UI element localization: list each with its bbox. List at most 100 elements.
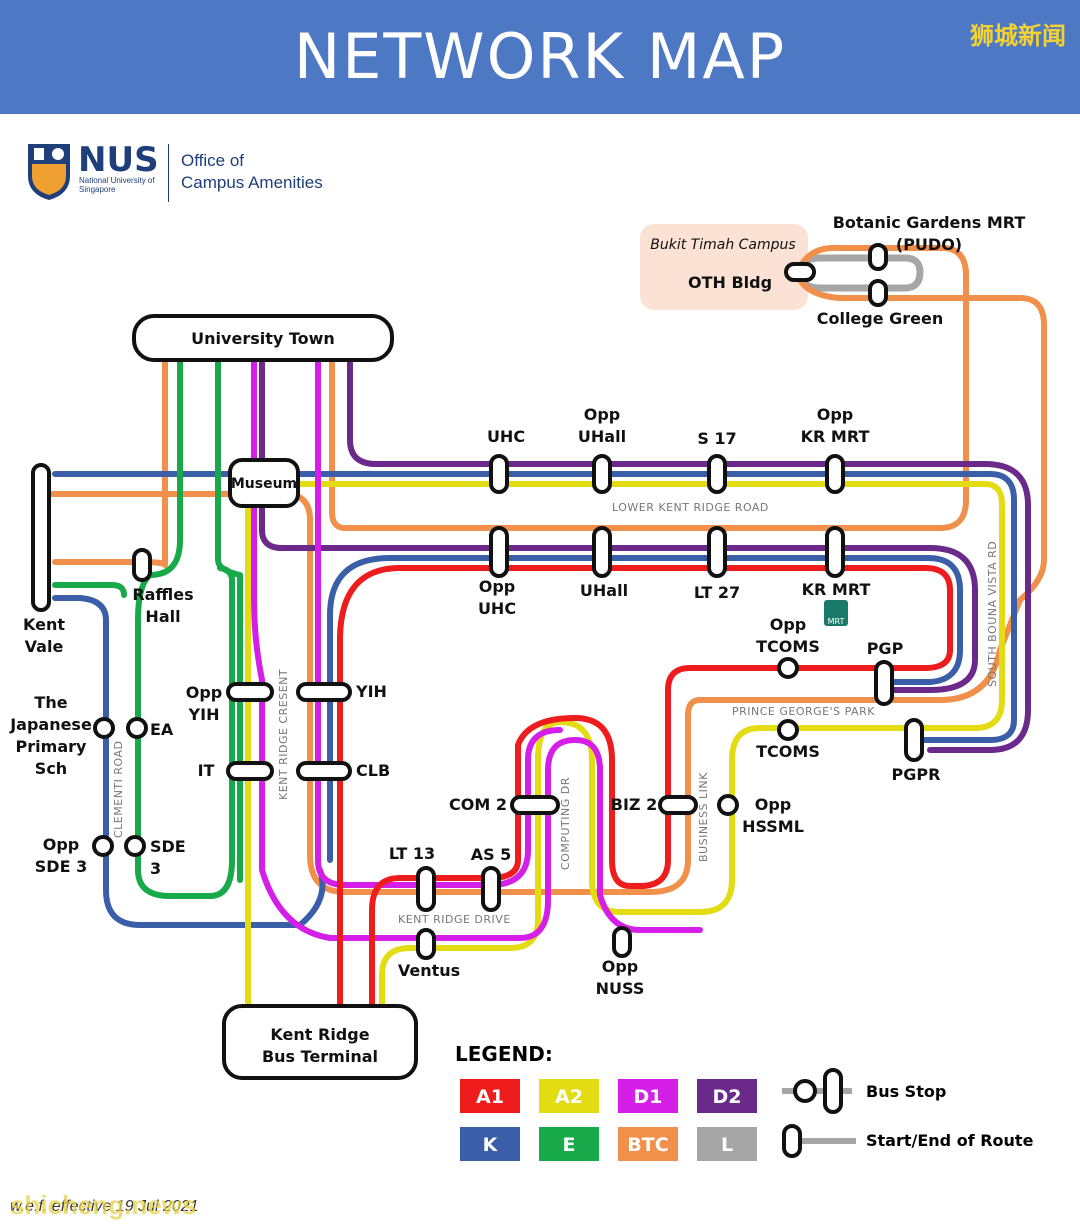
label-museum: Museum [230, 476, 298, 492]
label-opp-uhc: Opp UHC [477, 577, 517, 618]
stop-uhc [489, 454, 509, 494]
stop-opp-uhall [592, 454, 612, 494]
route-d1-1 [251, 359, 703, 941]
route-l-loop [796, 254, 924, 292]
label-uhc: UHC [486, 427, 526, 446]
stop-oth [784, 262, 816, 282]
label-pgpr: PGPR [891, 765, 941, 784]
mrt-icon [824, 600, 848, 626]
label-raffles: Raffles Hall [132, 585, 194, 626]
stop-tcoms [777, 719, 799, 741]
utown-box [132, 314, 394, 362]
road-south-buona-vista: SOUTH BOUNA VISTA RD [986, 540, 999, 687]
network-map: MRT [31, 224, 1047, 1158]
legend-chip-a1: A1 [459, 1078, 521, 1114]
stop-clb [296, 761, 352, 781]
label-japanese: The Japanese Primary Sch [10, 693, 92, 778]
stop-ventus [416, 928, 436, 960]
label-utown: University Town [191, 329, 335, 348]
footer-watermark: shicheng.news [10, 1190, 197, 1220]
page-title: NETWORK MAP [293, 20, 787, 93]
label-tcoms: TCOMS [756, 742, 820, 761]
label-pgp: PGP [866, 639, 904, 658]
stop-pgpr [904, 718, 924, 762]
label-opp-uhall: Opp UHall [577, 405, 627, 446]
label-opp-yih: Opp YIH [185, 683, 223, 724]
stop-opp-sde3 [92, 835, 114, 857]
route-e-2 [215, 359, 243, 883]
label-ea: EA [150, 720, 174, 739]
stop-opp-kr-mrt [825, 454, 845, 494]
road-kent-ridge-drive: KENT RIDGE DRIVE [398, 913, 511, 926]
label-botanic: Botanic Gardens MRT (PUDO) [832, 213, 1026, 254]
label-lt27: LT 27 [693, 583, 741, 602]
label-college-green: College Green [816, 309, 944, 328]
oth-label: OTH Bldg [687, 273, 773, 292]
stop-uhall [592, 526, 612, 578]
label-s17: S 17 [697, 429, 737, 448]
mrt-badge-text: MRT [828, 617, 845, 626]
label-opp-sde3: Opp SDE 3 [34, 835, 88, 876]
route-e-3 [52, 582, 127, 598]
legend-chip-a2: A2 [538, 1078, 600, 1114]
road-computing: COMPUTING DR [559, 777, 572, 870]
label-opp-hssml: Opp HSSML [742, 795, 804, 836]
legend-chip-btc: BTC [617, 1126, 679, 1162]
route-d2-2 [259, 359, 978, 693]
route-btc-3 [52, 359, 168, 568]
label-kr-mrt: KR MRT [801, 580, 871, 599]
kent-vale-stop [31, 463, 51, 612]
stop-lt13 [416, 866, 436, 912]
stop-com2 [510, 795, 560, 815]
watermark-cn: 狮城新闻 [970, 22, 1066, 50]
footer-note: w.e.f. effective 19 Jul 2021 [10, 1198, 199, 1215]
road-lower-kent-ridge: LOWER KENT RIDGE ROAD [612, 501, 769, 514]
legend-chip-k: K [459, 1126, 521, 1162]
stop-botanic [868, 243, 888, 271]
road-prince-georges: PRINCE GEORGE'S PARK [732, 705, 875, 718]
road-clementi: CLEMENTI ROAD [112, 740, 125, 839]
legend-chip-d2: D2 [696, 1078, 758, 1114]
logo-nus: NUS [78, 140, 159, 180]
label-ventus: Ventus [397, 961, 461, 980]
legend-start-end-icon [782, 1124, 856, 1158]
stop-lt27 [707, 526, 727, 578]
nus-crest-icon [28, 144, 70, 200]
stop-s17 [707, 454, 727, 494]
label-it: IT [197, 761, 215, 780]
label-uhall: UHall [579, 581, 629, 600]
label-biz2: BIZ 2 [610, 795, 658, 814]
legend-bus-stop-icon [782, 1068, 852, 1114]
stop-sde3 [124, 835, 146, 857]
stop-kr-mrt [825, 526, 845, 578]
label-clb: CLB [356, 761, 391, 780]
route-btc-1 [329, 244, 969, 531]
logo-divider [168, 144, 169, 202]
bukit-timah-box [640, 224, 808, 310]
route-k-2 [52, 595, 326, 928]
label-sde3: SDE 3 [150, 837, 186, 878]
header-banner: NETWORK MAP 狮城新闻 [0, 0, 1080, 114]
stop-pgp [874, 660, 894, 706]
stop-japanese [93, 717, 115, 739]
label-opp-nuss: Opp NUSS [595, 957, 645, 998]
legend-title: LEGEND: [455, 1042, 553, 1066]
route-a1 [337, 565, 953, 1013]
label-yih: YIH [356, 682, 387, 701]
route-btc-2 [37, 277, 1047, 895]
legend-chip-e: E [538, 1126, 600, 1162]
nus-logo: NUS National University of Singapore Off… [26, 140, 346, 204]
stop-yih [296, 682, 352, 702]
route-k-3 [327, 555, 963, 863]
stop-opp-tcoms [777, 657, 799, 679]
label-com2: COM 2 [449, 795, 507, 814]
route-d1-2 [315, 359, 563, 888]
stop-it [226, 761, 274, 781]
label-as5: AS 5 [470, 845, 512, 864]
stop-opp-yih [226, 682, 274, 702]
label-opp-tcoms: Opp TCOMS [756, 615, 820, 656]
stop-biz2 [658, 795, 698, 815]
legend-chip-l: L [696, 1126, 758, 1162]
legend-start-end-label: Start/End of Route [866, 1131, 1034, 1150]
stop-raffles [132, 548, 152, 582]
